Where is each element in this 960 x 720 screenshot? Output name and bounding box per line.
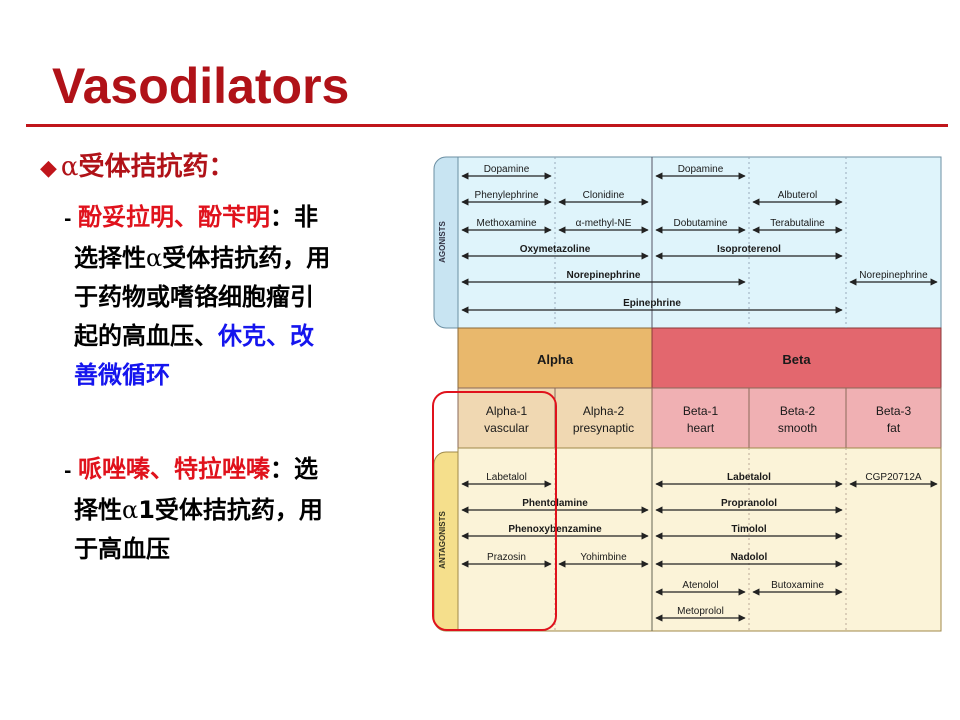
drug-antagonist: Metoprolol <box>677 606 724 617</box>
drug-antagonist: CGP20712A <box>865 472 921 483</box>
drug-agonist: Methoxamine <box>476 218 536 229</box>
drug-agonist: Albuterol <box>778 190 817 201</box>
agonists-side-label: AGONISTS <box>438 220 447 262</box>
subtype-cell <box>554 387 653 449</box>
drug-antagonist: Atenolol <box>682 580 718 591</box>
diamond-bullet-icon: ◆ <box>40 156 57 181</box>
item2-line2-b: 1受体拮抗药，用 <box>138 496 323 524</box>
antagonists-side-label: ANTAGONISTS <box>438 511 447 569</box>
item1-line2: 选择性α受体拮抗药，用 <box>64 239 414 278</box>
drug-agonist: Norepinephrine <box>859 270 928 281</box>
subtype-tissue: vascular <box>484 421 529 435</box>
drug-antagonist: Propranolol <box>721 498 777 509</box>
drug-agonist: Norepinephrine <box>567 270 641 281</box>
drug-agonist: Isoproterenol <box>717 244 781 255</box>
subtype-name: Beta-1 <box>683 404 719 418</box>
drug-names-red: 酚妥拉明、酚苄明 <box>78 203 270 231</box>
agonist-panel <box>457 156 942 329</box>
drug-antagonist: Butoxamine <box>771 580 824 591</box>
drug-antagonist: Yohimbine <box>580 552 627 563</box>
drug-agonist: Clonidine <box>583 190 625 201</box>
subtype-cell <box>748 387 847 449</box>
drug-agonist: α-methyl-NE <box>576 218 632 229</box>
drug-agonist: Dobutamine <box>674 218 728 229</box>
subtype-tissue: heart <box>687 421 715 435</box>
beta-header <box>651 327 942 389</box>
subtype-tissue: presynaptic <box>573 421 634 435</box>
drug-agonist: Dopamine <box>484 164 530 175</box>
item1-line3: 于药物或嗜铬细胞瘤引 <box>74 283 314 311</box>
item1-line4-blue: 休克、改 <box>218 322 314 350</box>
subtype-cell <box>457 387 556 449</box>
subtype-name: Beta-3 <box>876 404 912 418</box>
alpha-symbol: α <box>60 152 79 182</box>
item-phentolamine: -酚妥拉明、酚苄明：非 选择性α受体拮抗药，用 于药物或嗜铬细胞瘤引 起的高血压… <box>64 198 414 395</box>
alpha-symbol: α <box>122 496 139 524</box>
bullet-heading: 受体拮抗药： <box>78 152 235 182</box>
dash-marker: - <box>64 209 72 230</box>
item2-line2-a: 择性 <box>74 496 122 524</box>
title-divider <box>26 124 948 127</box>
alpha-symbol: α <box>146 244 163 272</box>
dash-marker: - <box>64 461 72 482</box>
drug-agonist: Dopamine <box>678 164 724 175</box>
slide-title: Vasodilators <box>52 58 350 114</box>
subtype-tissue: smooth <box>778 421 817 435</box>
drug-antagonist: Timolol <box>731 524 767 535</box>
item-prazosin: -哌唑嗪、特拉唑嗪：选 择性α1受体拮抗药，用 于高血压 <box>64 450 414 569</box>
alpha1-highlight-outline <box>432 391 557 631</box>
subtype-cell <box>845 387 942 449</box>
item2-line3: 于高血压 <box>74 535 170 563</box>
beta-group-label: Beta <box>782 352 811 367</box>
item2-line1: -哌唑嗪、特拉唑嗪：选 <box>64 450 414 491</box>
drug-names-red: 哌唑嗪、特拉唑嗪 <box>78 455 270 483</box>
drug-antagonist: Nadolol <box>731 552 768 563</box>
subtype-tissue: fat <box>887 421 901 435</box>
item1-line2-a: 选择性 <box>74 244 146 272</box>
drug-antagonist: Labetalol <box>486 472 527 483</box>
drug-agonist: Epinephrine <box>623 298 681 309</box>
item2-line2: 择性α1受体拮抗药，用 <box>64 491 414 530</box>
drug-agonist: Terabutaline <box>770 218 825 229</box>
section-bullet: ◆α受体拮抗药： <box>40 150 235 186</box>
item1-line5: 善微循环 <box>74 361 170 389</box>
alpha-group-label: Alpha <box>537 352 574 367</box>
drug-antagonist: Labetalol <box>727 472 771 483</box>
item1-line4-black: 起的高血压、 <box>74 322 218 350</box>
item1-line1: -酚妥拉明、酚苄明：非 <box>64 198 414 239</box>
drug-agonist: Oxymetazoline <box>520 244 591 255</box>
item2-line1-rest: ：选 <box>270 455 318 483</box>
subtype-name: Beta-2 <box>780 404 816 418</box>
alpha-header <box>457 327 653 389</box>
item1-line2-b: 受体拮抗药，用 <box>162 244 331 272</box>
drug-agonist: Phenylephrine <box>475 190 539 201</box>
subtype-cell <box>651 387 750 449</box>
item1-line1-rest: ：非 <box>270 203 318 231</box>
subtype-name: Alpha-2 <box>583 404 625 418</box>
drug-antagonist: Prazosin <box>487 552 526 563</box>
subtype-name: Alpha-1 <box>486 404 528 418</box>
item1-line4: 起的高血压、休克、改 <box>64 317 414 356</box>
